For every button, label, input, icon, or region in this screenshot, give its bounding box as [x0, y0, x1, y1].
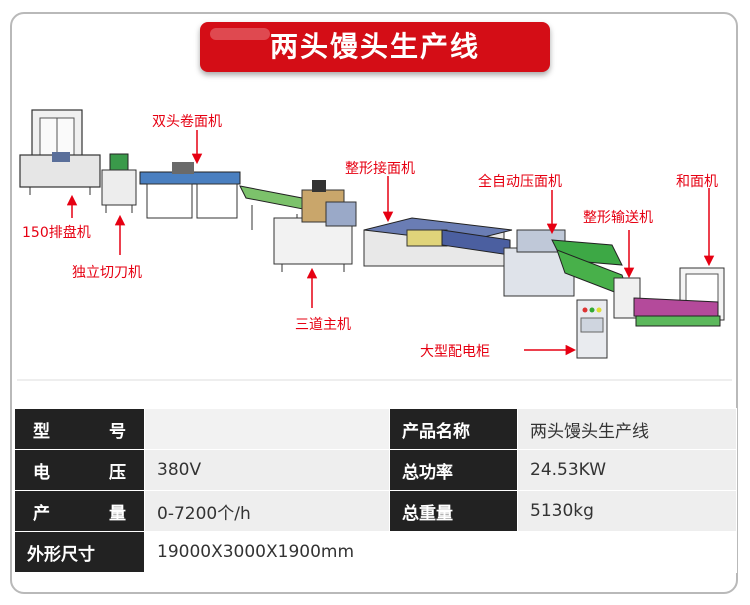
- spec-value-total-power: 24.53KW: [517, 449, 737, 491]
- label-cutter: 独立切刀机: [72, 265, 142, 281]
- label-pan-machine: 150排盘机: [22, 225, 91, 241]
- label-mixer: 和面机: [676, 174, 718, 190]
- cutter-illustration: [101, 153, 137, 213]
- mixer-illustration: [633, 267, 725, 327]
- spec-value-voltage: 380V: [144, 449, 390, 491]
- spec-value-dimensions: 19000X3000X1900mm: [144, 531, 737, 573]
- label-main-machine: 三道主机: [295, 317, 351, 333]
- label-auto-press: 全自动压面机: [478, 174, 562, 190]
- spec-key-product-name: 产品名称: [389, 408, 518, 450]
- spec-value-product-name: 两头馒头生产线: [517, 408, 737, 450]
- spec-value-total-weight: 5130kg: [517, 490, 737, 532]
- spec-table: 型号 产品名称 两头馒头生产线 电压 380V 总功率 24.53KW 产量 0…: [14, 408, 737, 573]
- roller-illustration: [139, 162, 241, 219]
- spec-key-model: 型号: [14, 408, 145, 450]
- spec-value-model: [144, 408, 390, 450]
- spec-key-dimensions: 外形尺寸: [14, 531, 145, 573]
- spec-key-total-power: 总功率: [389, 449, 518, 491]
- cabinet-illustration: [576, 299, 608, 359]
- spec-row: 电压 380V 总功率 24.53KW: [14, 449, 737, 491]
- label-shaping-conveyor: 整形输送机: [583, 210, 653, 226]
- label-cabinet: 大型配电柜: [420, 344, 490, 360]
- title-highlight: [210, 28, 270, 40]
- spec-key-voltage: 电压: [14, 449, 145, 491]
- pan-machine-illustration: [19, 109, 101, 195]
- shaping-receiver-illustration: [363, 217, 513, 267]
- spec-row: 型号 产品名称 两头馒头生产线: [14, 408, 737, 450]
- spec-value-output: 0-7200个/h: [144, 490, 390, 532]
- spec-row: 外形尺寸 19000X3000X1900mm: [14, 531, 737, 573]
- label-shaping-receiver: 整形接面机: [345, 161, 415, 177]
- label-roller: 双头卷面机: [152, 114, 222, 130]
- page-title: 两头馒头生产线: [200, 22, 550, 72]
- spec-row: 产量 0-7200个/h 总重量 5130kg: [14, 490, 737, 532]
- page-frame: [10, 12, 738, 594]
- spec-key-total-weight: 总重量: [389, 490, 518, 532]
- main-machine-illustration: [273, 180, 357, 272]
- production-line-diagram: [17, 109, 732, 381]
- page-title-text: 两头馒头生产线: [269, 30, 480, 63]
- spec-key-output: 产量: [14, 490, 145, 532]
- auto-press-illustration: [503, 229, 623, 297]
